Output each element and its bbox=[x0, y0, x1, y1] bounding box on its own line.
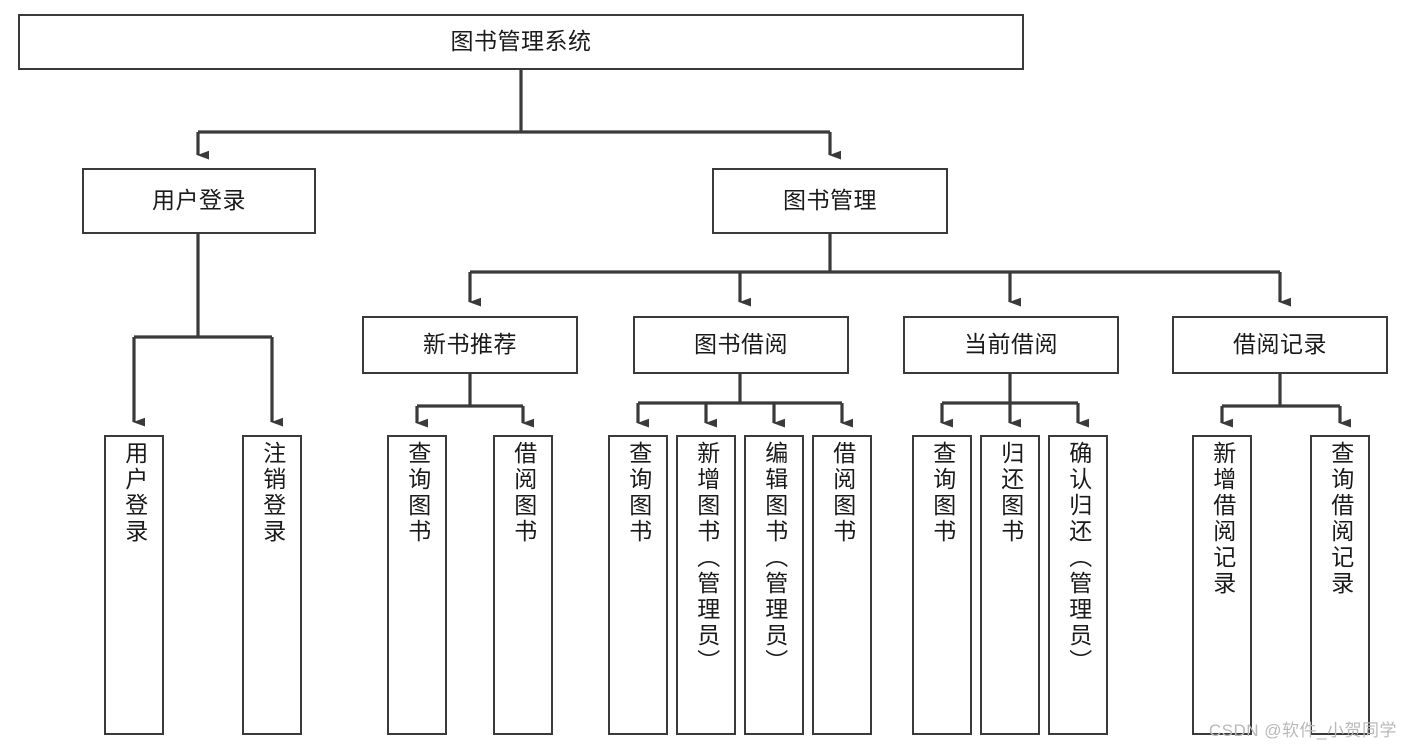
node-leaf-query-borrow-record[interactable]: 查询借阅记录 bbox=[1310, 435, 1370, 735]
node-new-book-recommend[interactable]: 新书推荐 bbox=[362, 316, 578, 374]
node-borrow-record[interactable]: 借阅记录 bbox=[1172, 316, 1388, 374]
node-label: 确认归还（管理员） bbox=[1065, 441, 1092, 675]
node-leaf-add-book-admin[interactable]: 新增图书（管理员） bbox=[676, 435, 736, 735]
node-leaf-add-borrow-record[interactable]: 新增借阅记录 bbox=[1192, 435, 1252, 735]
node-label: 归还图书 bbox=[997, 441, 1024, 545]
node-label: 查询图书 bbox=[625, 441, 652, 545]
node-leaf-confirm-return-admin[interactable]: 确认归还（管理员） bbox=[1048, 435, 1108, 735]
watermark-text: CSDN @软件_小贺同学 bbox=[1208, 721, 1397, 740]
node-leaf-user-login[interactable]: 用户登录 bbox=[104, 435, 164, 735]
node-leaf-logout[interactable]: 注销登录 bbox=[242, 435, 302, 735]
node-leaf-query-book-newbook[interactable]: 查询图书 bbox=[387, 435, 447, 735]
node-current-borrow[interactable]: 当前借阅 bbox=[903, 316, 1119, 374]
node-label: 借阅记录 bbox=[1233, 331, 1327, 358]
node-label: 当前借阅 bbox=[964, 331, 1058, 358]
node-label: 注销登录 bbox=[259, 441, 286, 545]
node-label: 新增图书（管理员） bbox=[693, 441, 720, 675]
node-label: 新书推荐 bbox=[423, 331, 517, 358]
node-label: 查询图书 bbox=[929, 441, 956, 545]
node-label: 借阅图书 bbox=[510, 441, 537, 545]
node-root-book-management-system[interactable]: 图书管理系统 bbox=[18, 14, 1024, 70]
node-label: 图书管理系统 bbox=[450, 28, 592, 55]
node-label: 借阅图书 bbox=[829, 441, 856, 545]
node-leaf-query-book-current[interactable]: 查询图书 bbox=[912, 435, 972, 735]
node-label: 图书借阅 bbox=[694, 331, 788, 358]
node-label: 编辑图书（管理员） bbox=[761, 441, 788, 675]
node-label: 查询借阅记录 bbox=[1327, 441, 1354, 597]
node-leaf-borrow-book-newbook[interactable]: 借阅图书 bbox=[493, 435, 553, 735]
node-label: 新增借阅记录 bbox=[1209, 441, 1236, 597]
node-leaf-edit-book-admin[interactable]: 编辑图书（管理员） bbox=[744, 435, 804, 735]
node-label: 图书管理 bbox=[783, 187, 877, 214]
node-book-borrow[interactable]: 图书借阅 bbox=[633, 316, 849, 374]
node-label: 查询图书 bbox=[404, 441, 431, 545]
node-leaf-borrow-book[interactable]: 借阅图书 bbox=[812, 435, 872, 735]
node-user-login[interactable]: 用户登录 bbox=[82, 168, 316, 234]
node-label: 用户登录 bbox=[152, 187, 246, 214]
node-leaf-query-book-borrow[interactable]: 查询图书 bbox=[608, 435, 668, 735]
node-leaf-return-book[interactable]: 归还图书 bbox=[980, 435, 1040, 735]
node-book-management[interactable]: 图书管理 bbox=[712, 168, 948, 234]
node-label: 用户登录 bbox=[121, 441, 148, 545]
